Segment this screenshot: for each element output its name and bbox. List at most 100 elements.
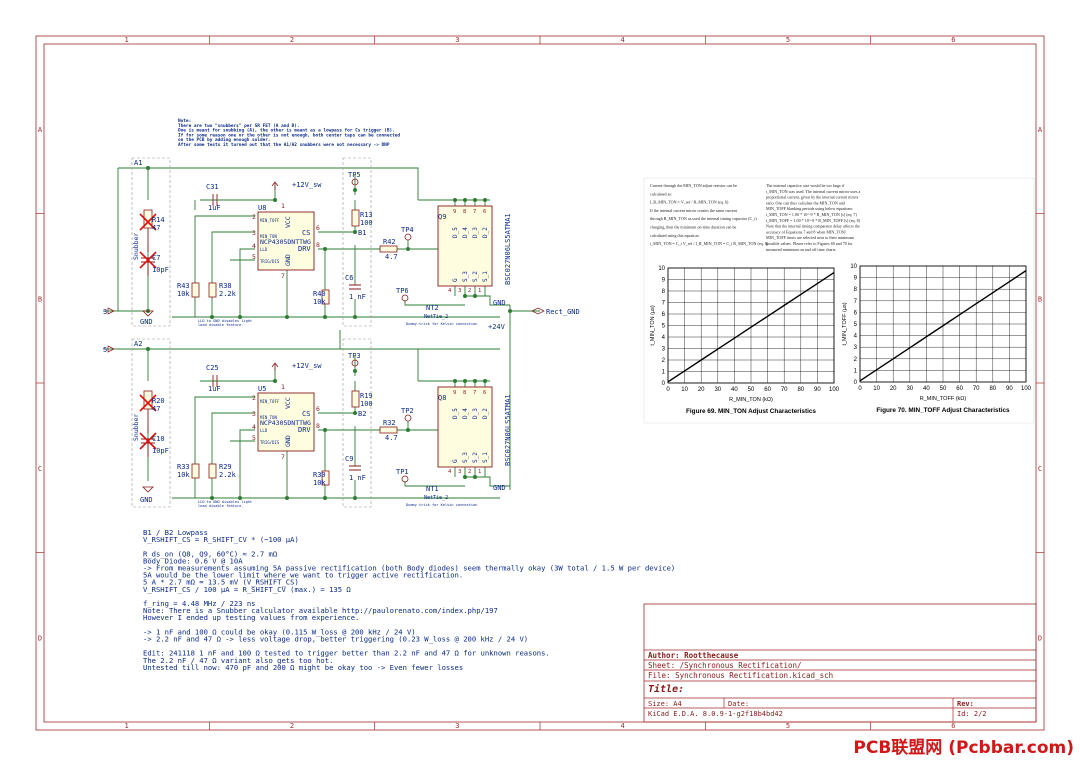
supply-label-top: +12V_sw [292, 181, 322, 189]
fet-pin-num-bottom: 4 [448, 288, 452, 294]
fet-pin-bottom: S_2 [472, 452, 479, 463]
tp5-label: TP5 [348, 171, 361, 179]
testpoint-tp1[interactable] [401, 475, 409, 483]
port-3[interactable] [107, 307, 115, 315]
capacitor-c7[interactable] [139, 228, 157, 276]
col-marker-bottom: 4 [621, 722, 625, 730]
y-tick-label: 10 [658, 266, 665, 272]
r42-ref: R42 [383, 238, 396, 246]
r33-val: 10k [177, 471, 190, 479]
c6-ref: C6 [345, 274, 353, 282]
resistor-r30[interactable] [321, 470, 330, 486]
col-marker-bottom: 1 [125, 722, 129, 730]
q9-part: BSC027N06LS5ATMA1 [504, 213, 512, 285]
junctions-top [146, 166, 512, 319]
note-line: V_RSHIFT_CS = R_SHIFT_CV * (~100 µA) [143, 535, 299, 544]
fet-pin-num-top: 7 [473, 209, 476, 215]
q8-ref: Q8 [438, 394, 446, 402]
row-marker-right: C [1038, 465, 1042, 473]
r40-val: 10k [313, 298, 326, 306]
resistor-r13[interactable] [351, 209, 360, 227]
capacitor-c6[interactable] [349, 284, 361, 290]
testpoint-tp2[interactable] [404, 414, 412, 422]
channel-top: A1 Snubber R14 47 C7 10pF GND 3 C31 1uF … [103, 157, 580, 490]
testpoint-tp3[interactable] [351, 359, 359, 367]
port-rect-gnd[interactable] [531, 307, 545, 315]
resistor-r38[interactable] [208, 282, 217, 298]
note-line: -> 2.2 nF and 47 Ω -> less voltage drop,… [143, 635, 528, 644]
col-marker-top: 4 [621, 36, 625, 44]
capacitor-c9[interactable] [349, 465, 361, 471]
fet-pin-bottom: S_1 [482, 271, 489, 282]
port-5[interactable] [107, 345, 115, 353]
tp2-label: TP2 [401, 407, 414, 415]
note-line: 5 A * 2.7 mΩ = 13.5 mV (V_RSHIFT_CS) [143, 578, 299, 587]
port-5-label: 5 [103, 346, 107, 354]
fet-pin-num-top: 6 [483, 390, 486, 396]
snubber-box-a2 [131, 338, 171, 508]
tb-kicad: KiCad E.D.A. 8.0.9-1-g2f18b4bd42 [648, 710, 783, 718]
fet-pin-top: D_4 [462, 227, 469, 238]
lld-note-2: load disable feature. [198, 323, 243, 327]
fet-pin-num-top: 7 [473, 390, 476, 396]
datasheet-line: t_MIN_TON = 1.00 * 10^-9 * R_MIN_TON [s]… [766, 212, 857, 217]
resistor-r42[interactable] [379, 245, 398, 253]
resistor-r32[interactable] [379, 426, 398, 434]
u5-pin-min-ton: MIN_TON [260, 415, 277, 420]
ic-u5[interactable] [257, 392, 315, 452]
title-block: Author: Rootthecause Sheet: /Synchronous… [643, 603, 1037, 723]
capacitor-c25[interactable] [200, 375, 228, 387]
gnd-right-top: GND [493, 299, 506, 307]
datasheet-line: proportional current, given by the inter… [766, 195, 859, 201]
resistor-r29[interactable] [208, 463, 217, 479]
r43-ref: R43 [177, 282, 190, 290]
mosfet-q8[interactable] [437, 386, 493, 468]
testpoint-tp4[interactable] [404, 233, 412, 241]
mosfet-q9[interactable] [437, 205, 493, 287]
resistor-r40[interactable] [321, 289, 330, 305]
tb-id: Id: 2/2 [957, 710, 987, 718]
datasheet-line: If the internal current mirror creates t… [650, 208, 738, 213]
resistor-r33[interactable] [191, 463, 200, 479]
capacitor-c31[interactable] [200, 194, 228, 206]
u5-num-6: 6 [316, 405, 320, 413]
u5-vcc: VCC [284, 397, 292, 409]
testpoint-tp6[interactable] [401, 294, 409, 302]
ic-u8[interactable] [257, 211, 315, 271]
x-tick-label: 50 [748, 387, 755, 393]
u5-part: NCP4305DNTTWG [260, 419, 311, 427]
capacitor-c10[interactable] [139, 409, 157, 457]
x-axis-label: R_MIN_TON (kΩ) [729, 397, 773, 403]
u5-pin-lld: LLD [260, 428, 268, 433]
u8-part: NCP4305DNTTWG [260, 238, 311, 246]
tb-date: Date: [728, 700, 749, 708]
c10-ref: C10 [152, 435, 165, 443]
note-line: -> From measurements assuming 5A passive… [143, 564, 675, 573]
fet-pin-num-top: 9 [453, 209, 456, 215]
x-tick-label: 30 [906, 386, 913, 392]
channel-bottom: A2 Snubber R20 47 C10 10pF GND 5 C25 1uF… [103, 338, 512, 508]
fet-pin-bottom: S_3 [462, 452, 469, 463]
port-3-label: 3 [103, 308, 107, 316]
u5-num-2: 2 [252, 394, 256, 402]
supply-symbol-top [271, 181, 279, 190]
datasheet-line: t_MIN_TOFF = 1.00 * 10^-9 * R_MIN_TOFF [… [766, 218, 861, 223]
y-tick-label: 5 [854, 322, 858, 328]
datasheet-line: t_MIN_TON = C_t V_ref / I_R_MIN_TON = C_… [650, 241, 769, 246]
y-tick-label: 2 [662, 358, 666, 364]
c25-ref: C25 [206, 364, 219, 372]
resistor-r19[interactable] [351, 390, 360, 408]
y-tick-label: 8 [662, 289, 666, 295]
u8-num-1: 1 [281, 202, 285, 210]
y-tick-label: 5 [662, 324, 666, 330]
x-tick-label: 80 [797, 387, 804, 393]
x-tick-label: 100 [1021, 386, 1032, 392]
note-line: After some tests it turned out that the … [178, 142, 390, 148]
resistor-r43[interactable] [191, 282, 200, 298]
port-rect-gnd-label: Rect_GND [546, 308, 580, 316]
snubber-box-b1 [342, 157, 372, 327]
testpoint-tp5[interactable] [351, 178, 359, 186]
